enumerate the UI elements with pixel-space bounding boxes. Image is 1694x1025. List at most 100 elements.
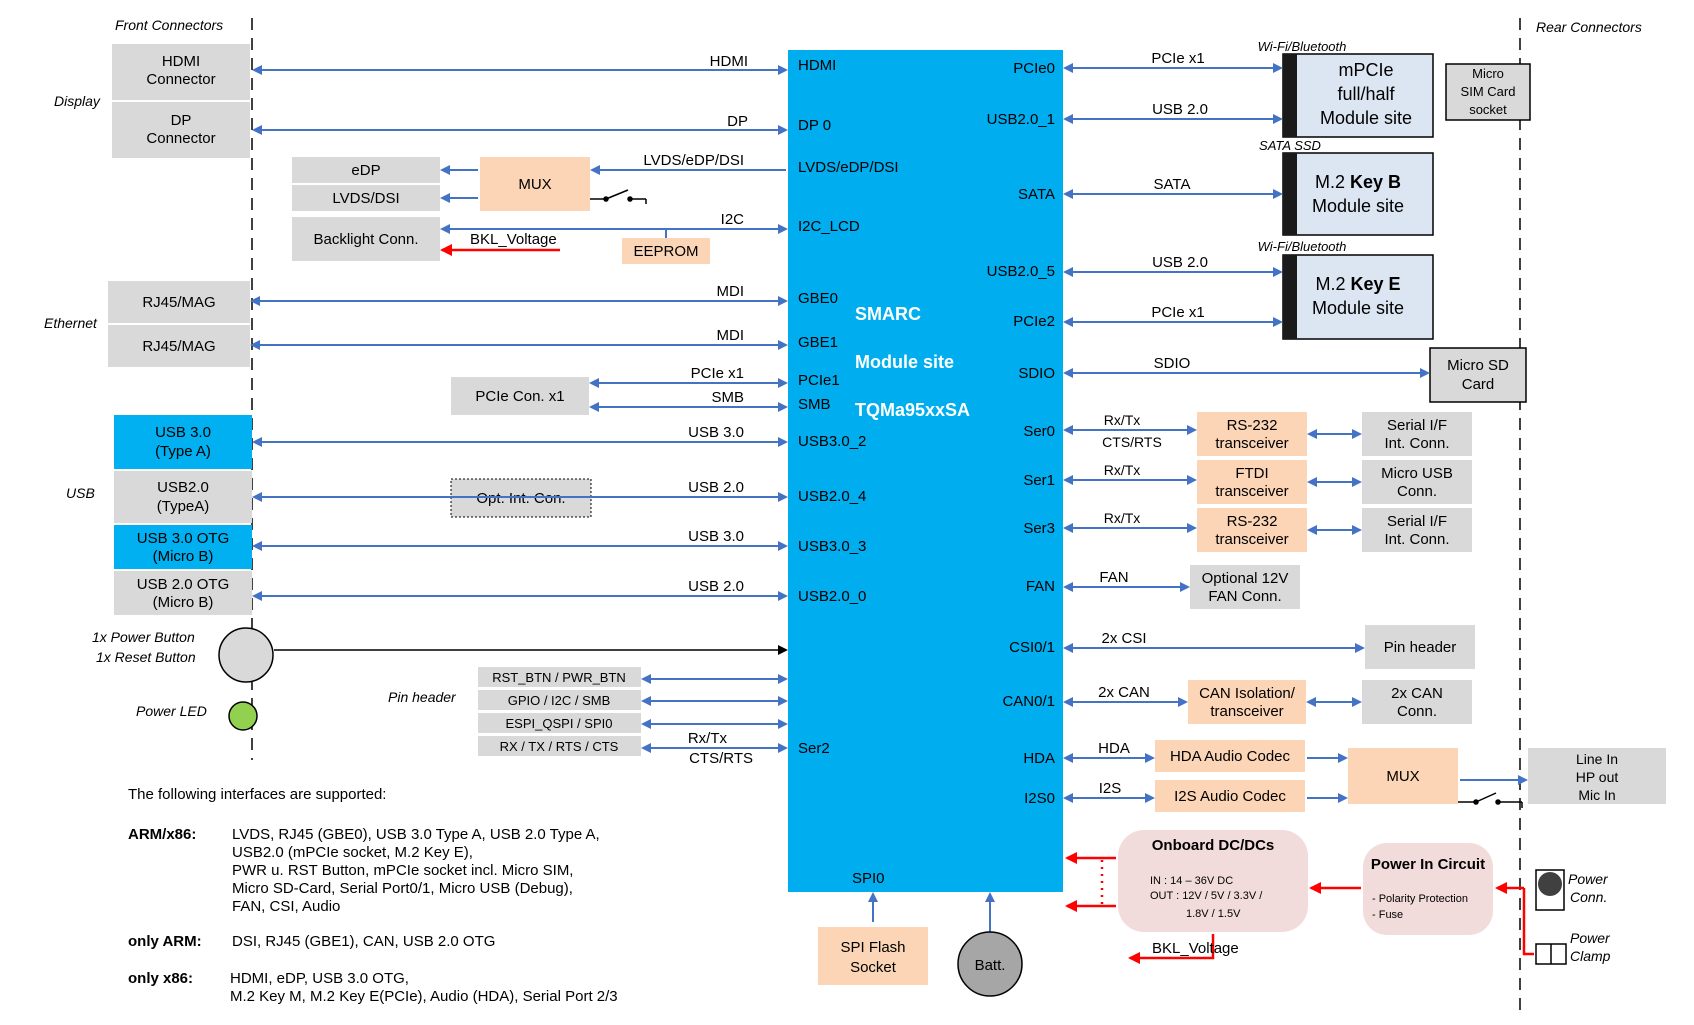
usb-group-label: USB	[66, 485, 95, 501]
module-title: SMARC	[855, 304, 921, 324]
rj45-mag-2-label: RJ45/MAG	[142, 338, 215, 355]
signal-pcie0: PCIe x1	[1151, 50, 1204, 67]
pcie-con-box	[451, 377, 589, 415]
signal-ctsrts-left: CTS/RTS	[689, 750, 753, 767]
notes-arm-label: only ARM:	[128, 933, 202, 950]
serial-if-a-label-2: Int. Conn.	[1384, 435, 1449, 452]
signal-can: 2x CAN	[1098, 684, 1150, 701]
pin-header-row-label: GPIO / I2C / SMB	[508, 693, 611, 708]
dcdc-output-2: 1.8V / 1.5V	[1186, 908, 1241, 920]
m2-key-e-connector-bar	[1283, 255, 1297, 339]
micro-sim-label: Micro	[1472, 66, 1504, 81]
module-pin-right: CAN0/1	[1002, 693, 1055, 710]
rs232-a-label-2: transceiver	[1215, 435, 1288, 452]
module-pin-left: HDMI	[798, 57, 836, 74]
signal-rxtx-left: Rx/Tx	[688, 730, 728, 747]
signal-bkl-voltage-left: BKL_Voltage	[470, 231, 557, 248]
notes-arm-x86-label: ARM/x86:	[128, 826, 196, 843]
mpcie-label: mPCIe	[1338, 60, 1393, 80]
module-pin-left: USB2.0_4	[798, 488, 866, 505]
signal-smb: SMB	[711, 389, 744, 406]
notes-arm-x86-line: USB2.0 (mPCIe socket, M.2 Key E),	[232, 844, 473, 861]
spi-flash-label: SPI Flash	[840, 939, 905, 956]
micro-sim-label-2: SIM Card	[1461, 84, 1516, 99]
rs232-a-box	[1197, 412, 1307, 456]
module-pin-left: Ser2	[798, 740, 830, 757]
signal-mdi-1: MDI	[717, 283, 745, 300]
pin-header-row-box	[478, 667, 641, 687]
power-conn-label-2: Conn.	[1570, 889, 1607, 905]
m2-key-b-box	[1282, 152, 1434, 236]
dp-connector-label: DP	[171, 112, 192, 129]
lvds-dsi-label: LVDS/DSI	[332, 190, 399, 207]
notes-arm-x86-line: FAN, CSI, Audio	[232, 898, 340, 915]
signal-usb20-1: USB 2.0	[688, 479, 744, 496]
module-pin-left: DP 0	[798, 117, 831, 134]
notes-arm-x86-line: LVDS, RJ45 (GBE0), USB 3.0 Type A, USB 2…	[232, 826, 600, 843]
serial-if-b-label: Serial I/F	[1387, 513, 1447, 530]
module-pin-right: SDIO	[1018, 365, 1055, 382]
module-pin-right: CSI0/1	[1009, 639, 1055, 656]
signal-sata: SATA	[1154, 176, 1191, 193]
signal-usb30-2: USB 3.0	[688, 528, 744, 545]
pin-header-group-label: Pin header	[388, 689, 457, 705]
power-led-icon	[228, 701, 258, 731]
arrow-bkl-voltage-right	[1128, 934, 1215, 964]
usb20-otg-label-2: (Micro B)	[153, 594, 214, 611]
signal-pcie2: PCIe x1	[1151, 304, 1204, 321]
pin-header-row-label: RST_BTN / PWR_BTN	[492, 670, 626, 685]
edp-box	[292, 157, 440, 183]
m2-key-e-label: M.2 Key E	[1315, 274, 1400, 294]
module-pin-right: PCIe2	[1013, 313, 1055, 330]
rj45-mag-2-box	[108, 325, 250, 367]
audio-jacks-label: Line In	[1576, 751, 1618, 767]
notes-intro: The following interfaces are supported:	[128, 786, 386, 803]
module-pin-right: Ser3	[1023, 520, 1055, 537]
signal-fan: FAN	[1099, 569, 1128, 586]
usb20-otg-label: USB 2.0 OTG	[137, 576, 230, 593]
signal-usb30-1: USB 3.0	[688, 424, 744, 441]
usb30-otg-label: USB 3.0 OTG	[137, 530, 230, 547]
micro-sim-box	[1445, 63, 1531, 121]
audio-jacks-label-3: Mic In	[1578, 787, 1615, 803]
dp-connector-label-2: Connector	[146, 130, 215, 147]
fan-conn-label-2: FAN Conn.	[1208, 588, 1281, 605]
power-in-circuit-item-2: - Fuse	[1372, 909, 1403, 921]
power-clamp-label: Power	[1570, 930, 1611, 946]
rs232-b-label-2: transceiver	[1215, 531, 1288, 548]
notes-arm-x86-line: PWR u. RST Button, mPCIe socket incl. Mi…	[232, 862, 573, 879]
signal-pcie-x1: PCIe x1	[691, 365, 744, 382]
module-pin-right: HDA	[1023, 750, 1055, 767]
backlight-conn-label: Backlight Conn.	[313, 231, 418, 248]
mux-left-switch-icon	[590, 189, 647, 204]
can-isolation-box	[1188, 680, 1306, 724]
power-conn-label: Power	[1568, 871, 1609, 887]
module-pin-right: SATA	[1018, 186, 1055, 203]
notes-arm-x86-line: Micro SD-Card, Serial Port0/1, Micro USB…	[232, 880, 573, 897]
module-pin-left: USB3.0_3	[798, 538, 866, 555]
signal-i2s: I2S	[1099, 780, 1122, 797]
sata-ssd-label: SATA SSD	[1259, 138, 1321, 153]
usb20-otg-box	[114, 571, 252, 615]
power-led-label: Power LED	[136, 703, 207, 719]
signal-ser3-rxtx: Rx/Tx	[1104, 510, 1141, 526]
audio-jacks-box	[1528, 748, 1666, 804]
rj45-mag-1-box	[108, 281, 250, 323]
serial-if-a-label: Serial I/F	[1387, 417, 1447, 434]
i2s-codec-label: I2S Audio Codec	[1174, 788, 1286, 805]
notes-x86-label: only x86:	[128, 970, 193, 987]
m2-key-b-connector-bar	[1283, 153, 1297, 235]
rs232-b-box	[1197, 508, 1307, 552]
lvds-dsi-box	[292, 185, 440, 211]
signal-hda: HDA	[1098, 740, 1130, 757]
can-conn-label: 2x CAN	[1391, 685, 1443, 702]
power-clamp-link	[1522, 888, 1534, 956]
module-pin-right: USB2.0_5	[987, 263, 1055, 280]
ftdi-label: FTDI	[1235, 465, 1268, 482]
pin-header-row-box	[478, 713, 641, 733]
fan-conn-label: Optional 12V	[1202, 570, 1289, 587]
module-pin-left: GBE1	[798, 334, 838, 351]
wifi-bt-label-2: Wi-Fi/Bluetooth	[1258, 239, 1347, 254]
pin-header-row-box	[478, 736, 641, 756]
module-pin-right: I2S0	[1024, 790, 1055, 807]
